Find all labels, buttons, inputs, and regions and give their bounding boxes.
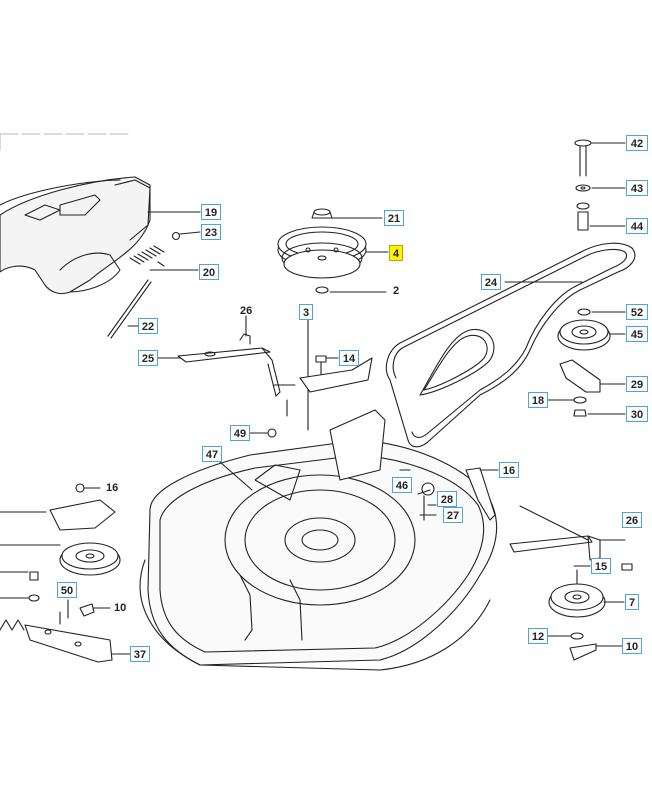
callout-29: 29 bbox=[626, 376, 648, 392]
callout-47: 47 bbox=[202, 446, 222, 462]
callout-7: 7 bbox=[625, 594, 639, 610]
right-bar-part bbox=[509, 505, 633, 571]
callout-25: 25 bbox=[138, 350, 158, 366]
callout-18: 18 bbox=[528, 392, 548, 408]
idler-arm-part bbox=[547, 359, 626, 417]
callout-20: 20 bbox=[199, 264, 219, 280]
callout-50: 50 bbox=[57, 582, 77, 598]
right-pulley-part bbox=[547, 569, 625, 661]
callout-44: 44 bbox=[626, 218, 648, 234]
callout-15: 15 bbox=[591, 558, 611, 574]
callout-27: 27 bbox=[443, 507, 463, 523]
callout-12: 12 bbox=[528, 628, 548, 644]
callout-26-top: 26 bbox=[240, 305, 253, 317]
callout-30: 30 bbox=[626, 406, 648, 422]
bracket-part bbox=[157, 315, 281, 397]
right-bracket-part bbox=[465, 467, 499, 521]
left-parts bbox=[0, 483, 131, 663]
callout-19: 19 bbox=[201, 204, 221, 220]
callout-2: 2 bbox=[393, 285, 400, 297]
callout-21: 21 bbox=[384, 210, 404, 226]
callout-16-left: 16 bbox=[106, 482, 119, 494]
callout-26-right: 26 bbox=[622, 512, 642, 528]
v-belt-part bbox=[385, 242, 636, 448]
callout-23: 23 bbox=[201, 224, 221, 240]
bolt-part bbox=[299, 355, 373, 393]
idler-hardware-part bbox=[574, 139, 626, 231]
rod-part bbox=[107, 279, 152, 339]
callout-45: 45 bbox=[626, 326, 648, 342]
callout-52: 52 bbox=[626, 304, 648, 320]
callout-14: 14 bbox=[339, 350, 359, 366]
callout-46: 46 bbox=[392, 477, 412, 493]
deck-cover-part bbox=[0, 176, 201, 295]
idler-pulley-part bbox=[557, 308, 626, 351]
callout-16-right: 16 bbox=[499, 462, 519, 478]
spring-part bbox=[129, 231, 201, 271]
callout-24: 24 bbox=[481, 274, 501, 290]
callout-10-right: 10 bbox=[622, 638, 642, 654]
callout-22: 22 bbox=[138, 318, 158, 334]
callout-4-highlighted: 4 bbox=[389, 245, 403, 261]
callout-43: 43 bbox=[626, 180, 648, 196]
callout-37: 37 bbox=[130, 646, 150, 662]
callout-3: 3 bbox=[299, 304, 313, 320]
callout-28: 28 bbox=[437, 491, 457, 507]
callout-49: 49 bbox=[230, 425, 250, 441]
main-pulley-part bbox=[277, 208, 389, 431]
mower-deck-housing bbox=[139, 409, 498, 671]
callout-10-left: 10 bbox=[114, 602, 127, 614]
callout-42: 42 bbox=[626, 135, 648, 151]
